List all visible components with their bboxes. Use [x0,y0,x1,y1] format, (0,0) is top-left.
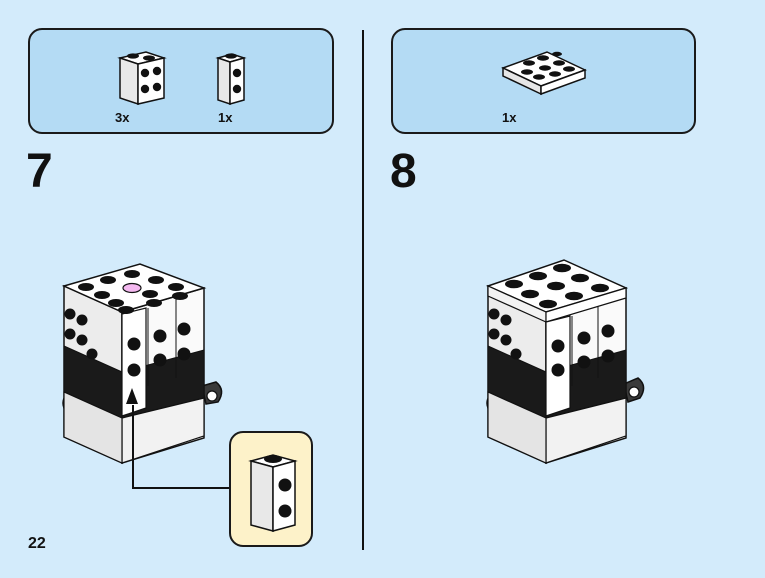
step-number: 8 [390,145,417,198]
part-quantity: 1x [218,110,233,125]
step-7-model-figure [61,263,223,465]
brick-1x1-studs-on-side-icon [215,53,247,106]
brick-1x1-studs-on-side-icon [248,454,298,532]
step-8-model-figure [485,259,645,465]
part-quantity: 3x [115,110,130,125]
sub-step-callout [229,431,313,547]
highlight-stud-icon [122,282,142,294]
plate-3x3-icon [501,51,587,96]
step-divider [362,30,364,550]
step-7-parts-list: 3x 1x [28,28,334,134]
right-arm-icon [623,377,645,403]
part-quantity: 1x [502,110,517,125]
page-number: 22 [28,535,46,552]
step-number: 7 [26,145,53,198]
step-8-parts-list: 1x [391,28,696,134]
callout-arrow [132,405,230,489]
brick-1x2-studs-on-side-icon [117,51,167,106]
right-arm-icon [201,381,223,405]
